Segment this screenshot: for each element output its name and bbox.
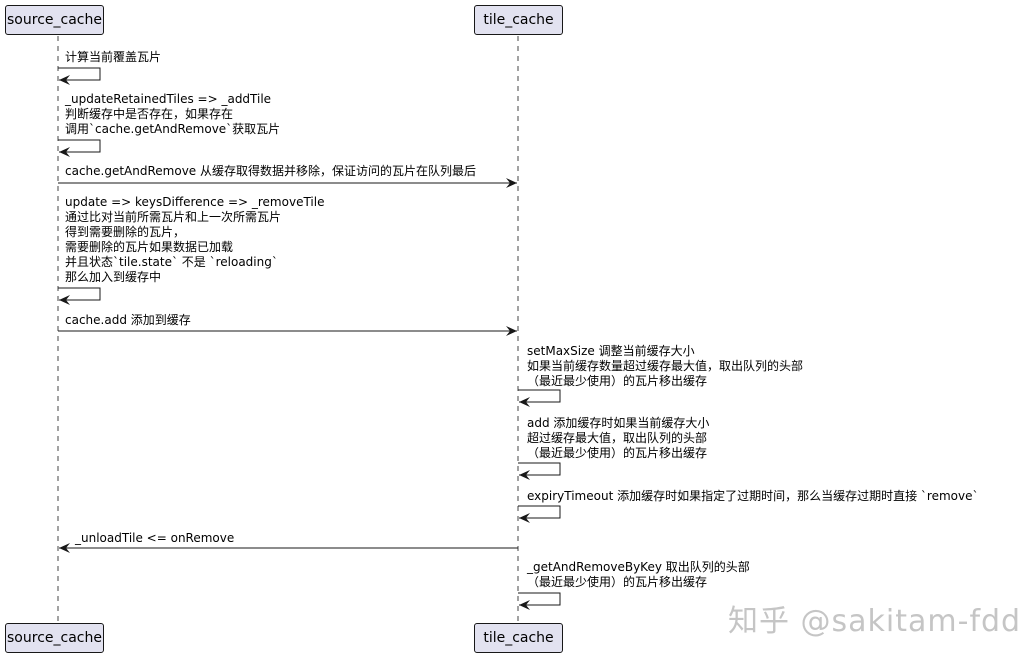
message-label: 超过缓存最大值，取出队列的头部	[527, 431, 708, 445]
message-label: 判断缓存中是否存在，如果存在	[65, 107, 234, 121]
message-label: （最近最少使用）的瓦片移出缓存	[527, 446, 708, 460]
message-label: cache.add 添加到缓存	[65, 313, 191, 327]
message-label: （最近最少使用）的瓦片移出缓存	[527, 374, 708, 388]
message-label: 需要删除的瓦片如果数据已加载	[65, 240, 234, 254]
message-label: _unloadTile <= onRemove	[75, 531, 235, 545]
participant-tile-cache-top: tile_cache	[474, 5, 563, 35]
message-label: _getAndRemoveByKey 取出队列的头部	[527, 560, 750, 574]
message-label: 计算当前覆盖瓦片	[65, 50, 162, 64]
watermark: 知乎 @sakitam-fdd	[728, 604, 1018, 639]
message-label: 那么加入到缓存中	[65, 270, 162, 284]
message-label: update => keysDifference => _removeTile	[65, 195, 325, 209]
message-label: _updateRetainedTiles => _addTile	[65, 92, 272, 106]
self-message-arrow	[58, 67, 101, 85]
participant-source-cache-top: source_cache	[5, 5, 104, 35]
message-label: （最近最少使用）的瓦片移出缓存	[527, 575, 708, 589]
message-label: 并且状态`tile.state` 不是 `reloading`	[65, 255, 278, 269]
self-message-arrow	[518, 389, 561, 407]
message-label: setMaxSize 调整当前缓存大小	[527, 344, 695, 358]
message-label: expiryTimeout 添加缓存时如果指定了过期时间，那么当缓存过期时直接 …	[527, 489, 979, 503]
message-label: add 添加缓存时如果当前缓存大小	[527, 416, 710, 430]
self-message-arrow	[518, 505, 561, 523]
message-label: 调用`cache.getAndRemove`获取瓦片	[65, 122, 281, 136]
participant-source-cache-bottom: source_cache	[5, 623, 104, 653]
self-message-arrow	[58, 139, 101, 157]
message-label: 得到需要删除的瓦片，	[65, 225, 186, 239]
self-message-arrow	[518, 462, 561, 480]
message-label: 如果当前缓存数量超过缓存最大值，取出队列的头部	[527, 359, 804, 373]
self-message-arrow	[518, 592, 561, 610]
message-label: 通过比对当前所需瓦片和上一次所需瓦片	[65, 210, 282, 224]
self-message-arrow	[58, 287, 101, 305]
participant-tile-cache-bottom: tile_cache	[474, 623, 563, 653]
message-label: cache.getAndRemove 从缓存取得数据并移除，保证访问的瓦片在队列…	[65, 164, 477, 178]
